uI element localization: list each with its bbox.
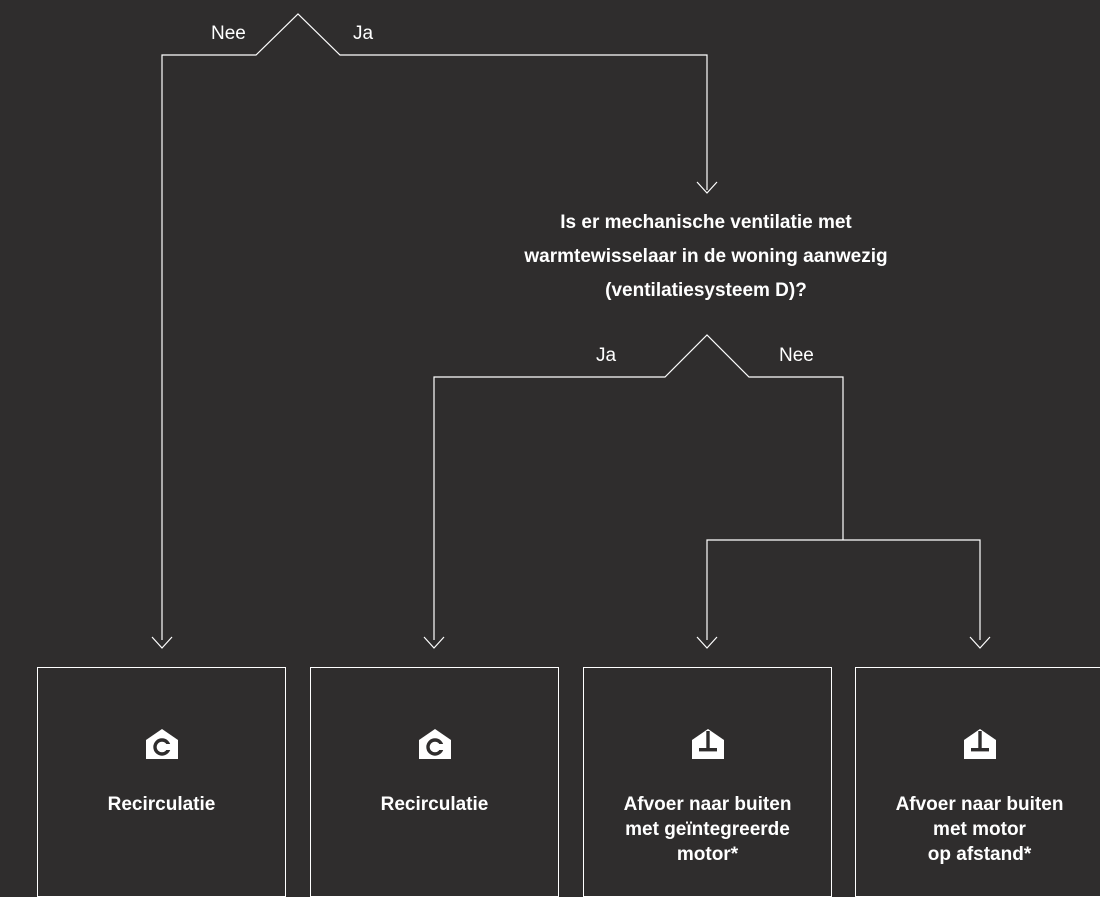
result-card-recirculation-1: Recirculatie <box>37 667 286 897</box>
second-yes-label: Ja <box>596 345 617 366</box>
question-line-1: Is er mechanische ventilatie met <box>560 212 852 233</box>
result-card-exhaust-integrated: Afvoer naar buiten met geïntegreerde mot… <box>583 667 832 897</box>
arrowhead-card-3 <box>696 636 718 649</box>
arrowhead-card-1 <box>151 636 173 649</box>
card-title: Afvoer naar buiten met geïntegreerde mot… <box>623 794 792 865</box>
split-connector <box>706 539 981 640</box>
second-decision-connector <box>433 334 844 640</box>
top-no-label: Nee <box>211 23 246 44</box>
result-card-recirculation-2: Recirculatie <box>310 667 559 897</box>
arrowhead-card-2 <box>423 636 445 649</box>
exhaust-house-icon <box>691 729 724 759</box>
question-text: Is er mechanische ventilatie met warmtew… <box>456 206 956 308</box>
top-decision-connector <box>161 13 708 640</box>
question-line-2: warmtewisselaar in de woning aanwezig <box>524 246 888 267</box>
flowchart-connectors <box>151 13 991 649</box>
exhaust-house-icon <box>963 729 996 759</box>
card-title: Afvoer naar buiten met motor op afstand* <box>895 794 1064 865</box>
recirculation-house-icon <box>418 729 451 759</box>
top-yes-label: Ja <box>353 23 374 44</box>
arrowhead-question <box>696 181 718 194</box>
result-card-exhaust-remote: Afvoer naar buiten met motor op afstand* <box>855 667 1100 897</box>
card-title: Recirculatie <box>107 794 216 815</box>
card-title: Recirculatie <box>380 794 489 815</box>
recirculation-house-icon <box>145 729 178 759</box>
question-line-3: (ventilatiesysteem D)? <box>605 280 807 301</box>
second-no-label: Nee <box>779 345 814 366</box>
arrowhead-card-4 <box>969 636 991 649</box>
